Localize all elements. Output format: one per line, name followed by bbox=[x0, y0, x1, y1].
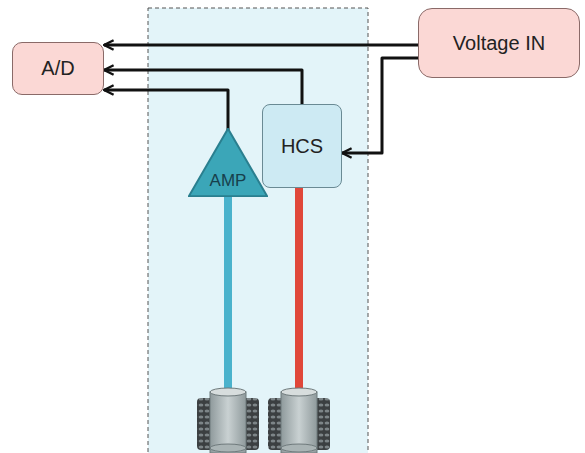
hcs-lead bbox=[295, 186, 303, 408]
node-label: AMP bbox=[210, 171, 247, 191]
node-label: Voltage IN bbox=[453, 32, 545, 55]
signal-arrow bbox=[104, 90, 228, 130]
signal-arrow bbox=[104, 70, 302, 104]
pickup-coil bbox=[197, 388, 259, 453]
drive-coil bbox=[268, 388, 330, 453]
sensor-box: HCS bbox=[262, 104, 342, 188]
source-box: Voltage IN bbox=[418, 8, 580, 78]
node-label: HCS bbox=[281, 135, 323, 158]
signal-arrow bbox=[342, 58, 418, 153]
sensor-panel bbox=[148, 8, 368, 453]
amplifier-triangle: AMP bbox=[188, 128, 268, 197]
converter-box: A/D bbox=[12, 42, 104, 95]
node-label: A/D bbox=[41, 57, 74, 80]
signal-arrow bbox=[104, 44, 418, 47]
amp-lead bbox=[224, 195, 232, 408]
